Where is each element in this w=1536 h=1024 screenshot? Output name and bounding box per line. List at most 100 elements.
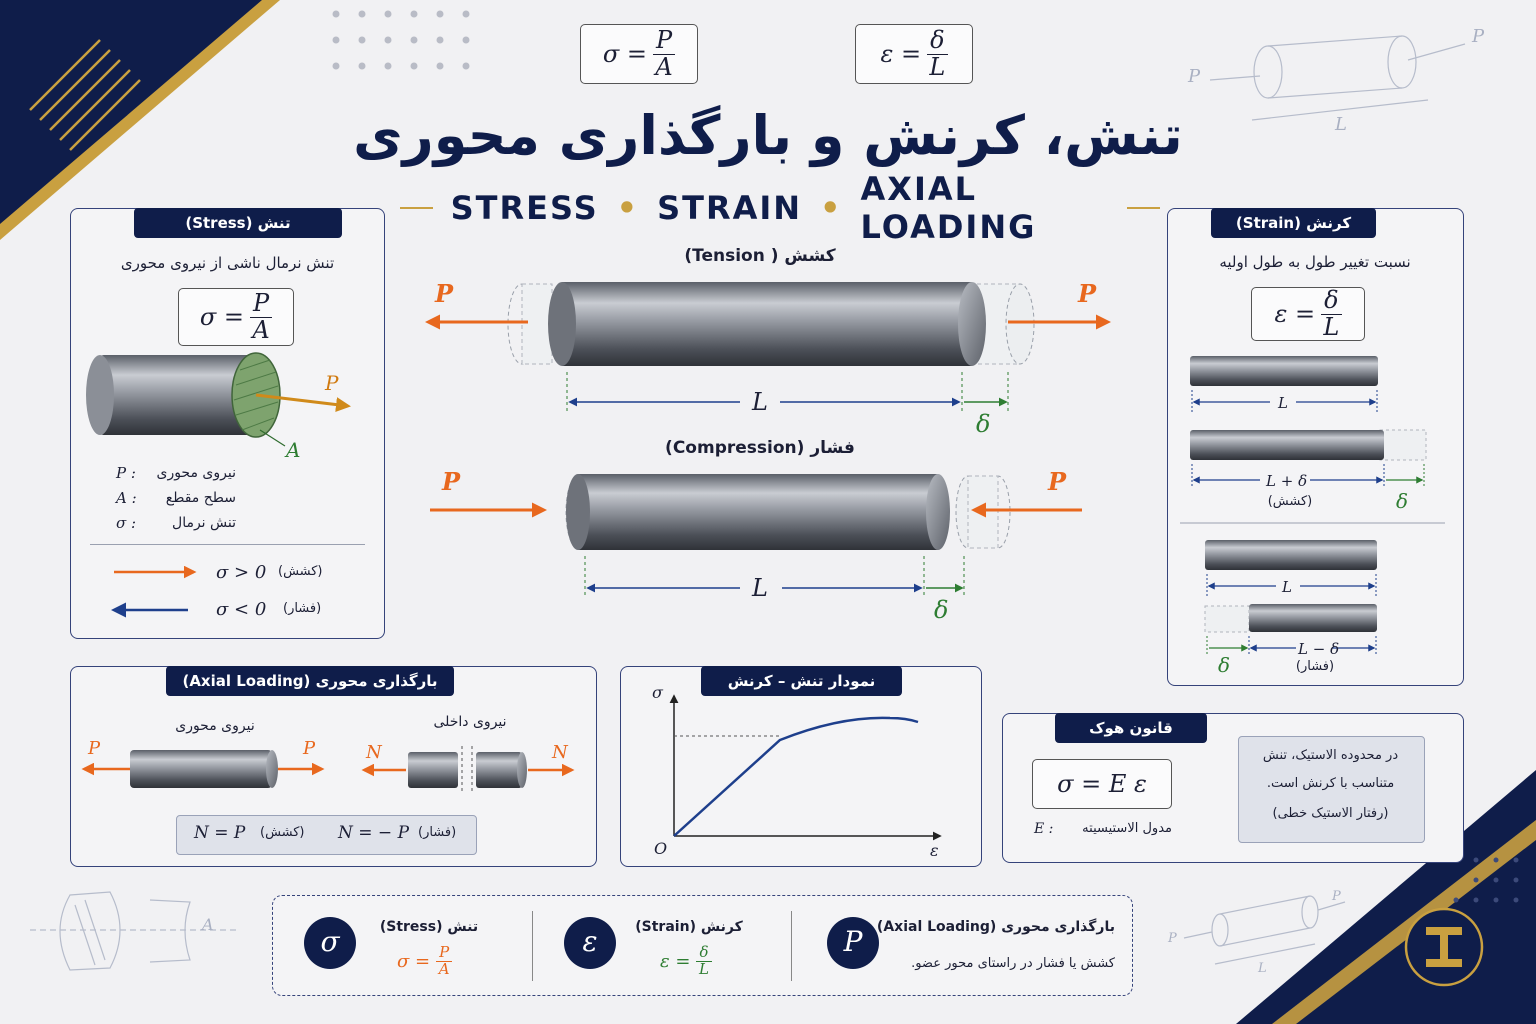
- summary-eps-icon: ε: [564, 917, 616, 969]
- strain-compression-label: (فشار): [1295, 659, 1335, 674]
- dot-grid-decoration: [332, 10, 470, 70]
- stress-card-header: تنش (Stress): [134, 208, 342, 238]
- hooke-note-2: متناسب با کرنش است.: [1266, 776, 1395, 791]
- sign-tension: σ > 0: [216, 562, 267, 583]
- tension-rod: [562, 282, 972, 366]
- sketch2-L: L: [1257, 961, 1267, 976]
- strain-bar-original: [1190, 356, 1378, 386]
- axial-eq1: N = P: [194, 823, 246, 843]
- sketch-section-bottom-left: A: [30, 891, 240, 971]
- axial-P-left: P: [87, 738, 101, 759]
- stress-strain-curve: [673, 716, 919, 837]
- legend-row-A: A : سطح مقطع: [116, 488, 236, 507]
- axial-eq2: N = − P: [338, 823, 410, 843]
- sketch2-P-left: P: [1167, 931, 1177, 946]
- axial-force-label: نیروی محوری: [175, 718, 255, 734]
- legend-row-sigma: σ : تنش نرمال: [116, 513, 236, 532]
- hooke-note-3: (رفتار الاستیک خطی): [1272, 806, 1389, 821]
- summary-divider-1: [532, 911, 533, 981]
- axial-card-header: بارگذاری محوری (Axial Loading): [166, 666, 454, 696]
- summary-P-icon: P: [827, 917, 879, 969]
- summary-sigma-title: تنش (Stress): [379, 919, 479, 935]
- compression-P-right: P: [1047, 467, 1067, 496]
- internal-rod-left: [408, 752, 458, 788]
- strain-card-header: کرنش (Strain): [1211, 208, 1376, 238]
- sketch-P-right: P: [1471, 26, 1485, 47]
- stress-card-desc: تنش نرمال ناشی از نیروی محوری: [120, 254, 335, 272]
- axial-P-right: P: [302, 738, 316, 759]
- strain-bar-original-2: [1205, 540, 1377, 570]
- legend-row-P: P : نیروی محوری: [116, 463, 236, 482]
- compression-P-left: P: [441, 467, 461, 496]
- compression-L-label: L: [751, 574, 768, 602]
- summary-bar: [272, 895, 1133, 996]
- internal-rod-right: [476, 752, 522, 788]
- sign-compression-label: (فشار): [283, 601, 322, 616]
- summary-P-desc: کشش یا فشار در راستای محور عضو.: [911, 956, 1115, 971]
- strain-bar-tension: [1190, 430, 1384, 460]
- summary-P-title: بارگذاری محوری (Axial Loading): [876, 919, 1115, 935]
- compression-diagram: P P L δ: [430, 467, 1082, 624]
- summary-eps-title: کرنش (Strain): [635, 919, 743, 935]
- sketch-A: A: [200, 915, 214, 934]
- axial-rod: [130, 750, 272, 788]
- subtitle-strain: STRAIN: [657, 189, 803, 227]
- sign-arrows: [111, 565, 197, 618]
- sketch2-P-right: P: [1331, 889, 1341, 904]
- stress-strain-card: [620, 666, 982, 867]
- sign-compression: σ < 0: [216, 599, 267, 620]
- hooke-card-header: قانون هوک: [1055, 713, 1207, 743]
- summary-sigma-icon: σ: [304, 917, 356, 969]
- stress-cylinder-illustration: P A: [86, 352, 351, 462]
- hooke-E-text: مدول الاستیسیته: [1082, 821, 1172, 836]
- stress-A-label: A: [284, 438, 300, 462]
- internal-force-label: نیروی داخلی: [433, 714, 507, 730]
- subtitle-row: STRESS • STRAIN • AXIAL LOADING: [400, 170, 1161, 246]
- hooke-E-symbol: E :: [1034, 821, 1054, 837]
- compression-rod: [578, 474, 938, 550]
- i-beam-logo-icon: [1404, 907, 1484, 987]
- strain-L2: L: [1281, 578, 1292, 596]
- compression-title: فشار (Compression): [665, 438, 855, 458]
- tension-delta-label: δ: [976, 410, 990, 438]
- stress-cylinder-body: [98, 355, 258, 435]
- sketch-cylinder-bottom-right: P P L: [1167, 889, 1346, 976]
- strain-delta-compression: δ: [1218, 653, 1230, 677]
- axial-eq1-label: (کشش): [260, 825, 305, 840]
- strain-bars-diagram: L L + δ δ L L − δ δ: [1180, 356, 1445, 677]
- corner-decoration-top-left: [0, 0, 280, 240]
- tension-P-left: P: [434, 279, 454, 308]
- subtitle-stress: STRESS: [450, 189, 599, 227]
- axial-equations-box: [176, 815, 477, 855]
- sketch-L: L: [1334, 114, 1347, 135]
- page-title: تنش، کرنش و بارگذاری محوری: [353, 104, 1183, 167]
- tension-diagram: P P L δ: [425, 279, 1111, 438]
- chart-y-label: σ: [652, 683, 664, 702]
- sign-tension-label: (کشش): [278, 564, 323, 579]
- strain-L1: L: [1277, 394, 1288, 412]
- summary-divider-2: [791, 911, 792, 981]
- axial-diagram: P P N N: [81, 738, 575, 794]
- axial-N-right: N: [551, 742, 569, 763]
- stress-P-label: P: [324, 371, 339, 395]
- tension-L-label: L: [751, 388, 768, 416]
- strain-L-plus: L + δ: [1265, 472, 1307, 490]
- tension-title: کشش ( Tension): [684, 246, 836, 266]
- subtitle-axial: AXIAL LOADING: [860, 170, 1037, 246]
- tension-P-right: P: [1077, 279, 1097, 308]
- strain-card-desc: نسبت تغییر طول به طول اولیه: [1219, 253, 1411, 271]
- chart-origin: O: [654, 839, 667, 858]
- chart-x-label: ε: [930, 841, 939, 860]
- stress-legend: P : نیروی محوری A : سطح مقطع σ : تنش نرم…: [116, 460, 236, 535]
- force-arrow: [255, 393, 351, 413]
- hooke-note-1: در محدوده الاستیک، تنش: [1262, 748, 1399, 763]
- stress-divider: [90, 544, 365, 545]
- axial-N-left: N: [365, 742, 383, 763]
- compression-delta-label: δ: [934, 596, 948, 624]
- strain-delta-tension: δ: [1396, 489, 1408, 513]
